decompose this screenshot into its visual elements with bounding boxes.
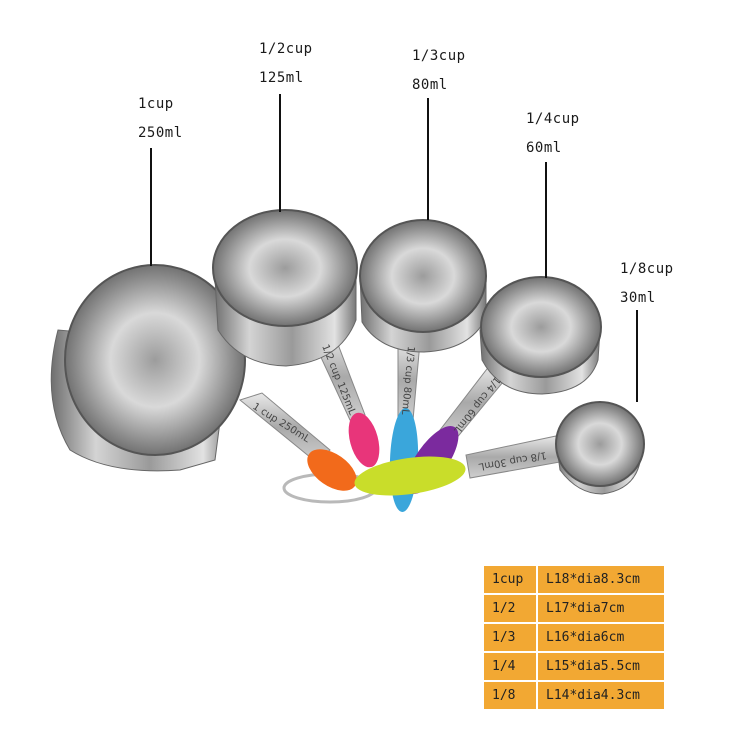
dimensions-cell: L16*dia6cm [536, 622, 666, 653]
dimensions-cell: L17*dia7cm [536, 593, 666, 624]
lime-grip [354, 456, 466, 496]
dimensions-cell: L14*dia4.3cm [536, 680, 666, 711]
pink-grip [348, 412, 380, 468]
label-quarter-cup: 1/4cup 60ml [526, 105, 580, 163]
orange-grip [307, 449, 357, 491]
leader-line-1-cup [150, 148, 152, 266]
handle-grips [307, 408, 466, 512]
cup-amount: 1/3cup [412, 48, 466, 64]
size-cell: 1cup [482, 564, 538, 595]
cup-volume: 125ml [259, 70, 304, 86]
dimensions-cell: L15*dia5.5cm [536, 651, 666, 682]
handle-1-cup [238, 392, 331, 463]
cup-volume: 30ml [620, 290, 656, 306]
cup-1-cup [50, 264, 246, 472]
cup-quarter-cup [479, 276, 602, 395]
cup-eighth-cup [555, 401, 645, 495]
size-cell: 1/8 [482, 680, 538, 711]
size-cell: 1/3 [482, 622, 538, 653]
size-cell: 1/4 [482, 651, 538, 682]
dimensions-cell: L18*dia8.3cm [536, 564, 666, 595]
cup-amount: 1cup [138, 96, 174, 112]
label-third-cup: 1/3cup 80ml [412, 42, 466, 100]
cup-volume: 80ml [412, 77, 448, 93]
leader-line-quarter-cup [545, 162, 547, 278]
cup-amount: 1/2cup [259, 41, 313, 57]
cup-amount: 1/8cup [620, 261, 674, 277]
engraving-1-cup: 1 cup 250mL [250, 401, 312, 445]
label-eighth-cup: 1/8cup 30ml [620, 255, 674, 313]
label-1-cup: 1cup 250ml [138, 90, 183, 148]
table-row: 1/4 L15*dia5.5cm [482, 651, 666, 682]
leader-line-eighth-cup [636, 310, 638, 402]
cup-third-cup [359, 219, 487, 353]
size-table: 1cup L18*dia8.3cm 1/2 L17*dia7cm 1/3 L16… [482, 564, 666, 711]
cup-volume: 250ml [138, 125, 183, 141]
table-row: 1cup L18*dia8.3cm [482, 564, 666, 595]
size-cell: 1/2 [482, 593, 538, 624]
cup-half-cup [212, 209, 358, 367]
table-row: 1/3 L16*dia6cm [482, 622, 666, 653]
table-row: 1/8 L14*dia4.3cm [482, 680, 666, 711]
leader-line-half-cup [279, 94, 281, 212]
table-row: 1/2 L17*dia7cm [482, 593, 666, 624]
cup-volume: 60ml [526, 140, 562, 156]
cup-amount: 1/4cup [526, 111, 580, 127]
label-half-cup: 1/2cup 125ml [259, 35, 313, 93]
leader-line-third-cup [427, 98, 429, 220]
